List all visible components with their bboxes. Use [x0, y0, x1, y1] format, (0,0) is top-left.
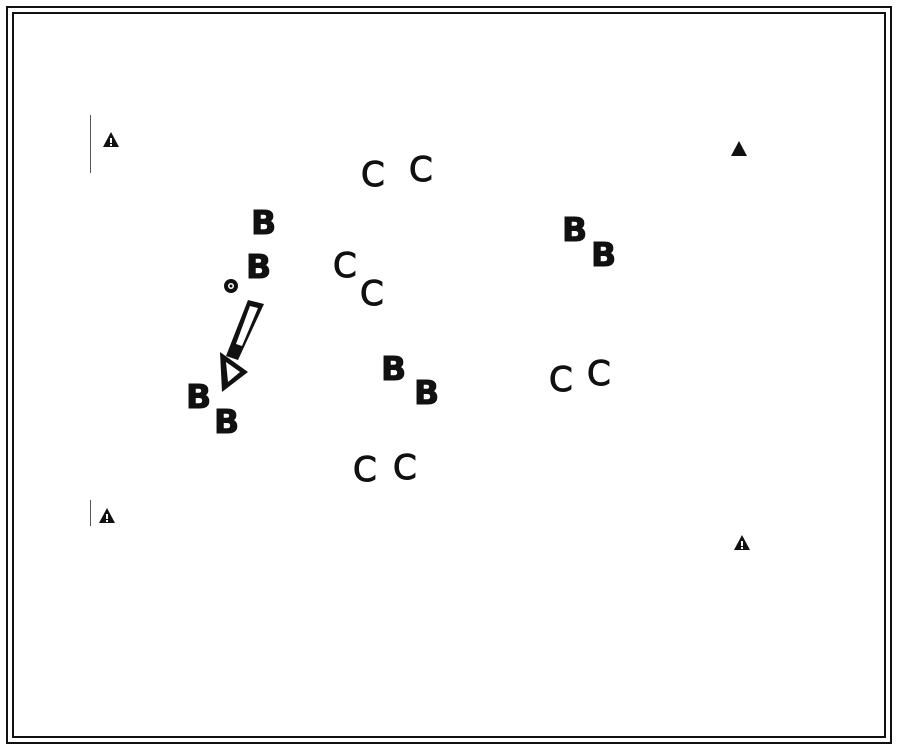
c-marker: C — [409, 150, 434, 190]
edge-tick — [90, 115, 91, 173]
c-marker: C — [361, 155, 386, 195]
c-marker: C — [393, 448, 418, 488]
c-marker: C — [353, 450, 378, 490]
target-dot-icon — [223, 278, 239, 294]
b-marker: B — [185, 377, 212, 416]
b-marker: B — [245, 247, 272, 286]
c-marker: C — [360, 274, 385, 314]
edge-tick — [90, 500, 91, 526]
b-marker: B — [380, 349, 407, 388]
canvas-frame-inner — [12, 12, 886, 738]
warning-triangle-icon — [733, 534, 751, 552]
c-marker: C — [587, 354, 612, 394]
c-marker: C — [333, 246, 358, 286]
warning-triangle-icon — [102, 131, 120, 149]
warning-triangle-icon — [98, 507, 116, 525]
c-marker: C — [549, 360, 574, 400]
warning-triangle-icon — [730, 140, 748, 158]
b-marker: B — [250, 203, 277, 242]
canvas-frame-outer — [6, 6, 892, 744]
b-marker: B — [561, 210, 588, 249]
b-marker: B — [213, 402, 240, 441]
b-marker: B — [413, 373, 440, 412]
b-marker: B — [590, 235, 617, 274]
